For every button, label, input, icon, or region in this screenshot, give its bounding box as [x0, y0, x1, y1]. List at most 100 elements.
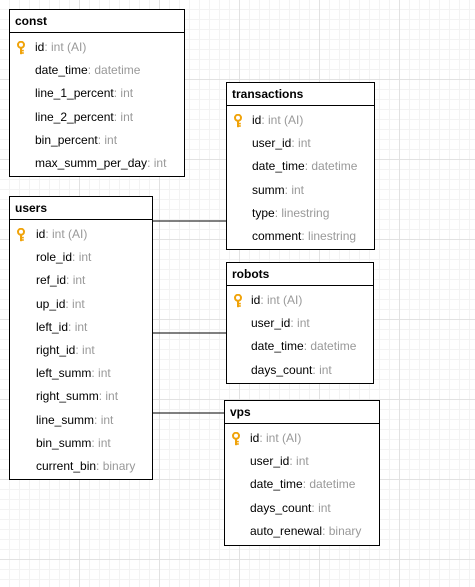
- field-type: int: [319, 362, 332, 377]
- table-users-title[interactable]: users: [10, 197, 152, 220]
- field-name: role_id: [36, 250, 73, 265]
- field-type: int: [318, 500, 331, 515]
- field-type-separator: :: [68, 319, 75, 334]
- field-row[interactable]: left_summ: int: [10, 362, 152, 385]
- primary-key-icon: [17, 228, 25, 242]
- field-type: int: [105, 389, 119, 404]
- field-name: comment: [252, 228, 302, 243]
- field-type: int: [74, 319, 88, 334]
- field-name: right_summ: [36, 389, 99, 404]
- field-row[interactable]: summ: int: [227, 179, 374, 202]
- table-const-title[interactable]: const: [10, 10, 184, 33]
- field-type: datetime: [94, 63, 141, 78]
- primary-key-icon: [232, 432, 240, 446]
- table-robots-title[interactable]: robots: [227, 263, 373, 286]
- field-row[interactable]: date_time: datetime: [227, 155, 374, 178]
- table-transactions[interactable]: transactions id: int (AI) user_id: int d…: [226, 82, 375, 250]
- field-row[interactable]: user_id: int: [227, 132, 374, 155]
- field-name: user_id: [251, 316, 291, 331]
- field-type-separator: :: [302, 477, 310, 492]
- field-name: date_time: [252, 159, 305, 174]
- field-row[interactable]: user_id: int: [227, 312, 373, 335]
- field-row[interactable]: line_1_percent: int: [10, 82, 184, 105]
- field-name: user_id: [250, 454, 290, 469]
- field-name: left_id: [36, 319, 69, 334]
- field-row[interactable]: id: int (AI): [10, 36, 184, 59]
- table-robots[interactable]: robots id: int (AI) user_id: int date_ti…: [226, 262, 374, 384]
- field-row[interactable]: role_id: int: [10, 246, 152, 269]
- table-users[interactable]: users id: int (AI) role_id: int ref_id: …: [9, 196, 153, 480]
- table-transactions-title[interactable]: transactions: [227, 83, 374, 106]
- field-row[interactable]: days_count: int: [227, 359, 373, 382]
- field-type: datetime: [310, 339, 357, 354]
- field-row[interactable]: id: int (AI): [227, 289, 373, 312]
- field-row[interactable]: current_bin: binary: [10, 455, 152, 478]
- field-type-separator: :: [311, 500, 319, 515]
- field-type-separator: :: [322, 523, 329, 538]
- field-type-separator: :: [290, 316, 298, 331]
- field-type: int: [82, 342, 95, 357]
- field-name: summ: [252, 182, 285, 197]
- table-vps-title[interactable]: vps: [225, 401, 379, 424]
- field-row[interactable]: left_id: int: [10, 316, 152, 339]
- field-name: bin_percent: [35, 132, 98, 147]
- table-robots-fields: id: int (AI) user_id: int date_time: dat…: [227, 286, 373, 382]
- field-type-separator: :: [91, 366, 99, 381]
- field-type-separator: :: [72, 250, 79, 265]
- field-name: line_1_percent: [35, 86, 114, 101]
- field-row[interactable]: date_time: datetime: [10, 59, 184, 82]
- field-row[interactable]: bin_percent: int: [10, 129, 184, 152]
- field-type-separator: :: [113, 109, 121, 124]
- field-type: int: [153, 155, 167, 170]
- field-name: date_time: [250, 477, 303, 492]
- field-type-separator: :: [289, 454, 297, 469]
- field-row[interactable]: date_time: datetime: [227, 335, 373, 358]
- field-type-separator: :: [44, 40, 52, 54]
- field-type: linestring: [281, 205, 330, 220]
- field-type-separator: :: [87, 63, 95, 78]
- field-name: date_time: [35, 63, 88, 78]
- field-row[interactable]: ref_id: int: [10, 269, 152, 292]
- field-type-separator: :: [291, 136, 299, 151]
- field-row[interactable]: max_summ_per_day: int: [10, 152, 184, 175]
- field-row[interactable]: line_2_percent: int: [10, 106, 184, 129]
- field-type-separator: :: [304, 159, 312, 174]
- field-row[interactable]: days_count: int: [225, 497, 379, 520]
- field-type-separator: :: [260, 293, 268, 307]
- field-name: current_bin: [36, 458, 97, 473]
- field-row[interactable]: date_time: datetime: [225, 473, 379, 496]
- field-type-separator: :: [96, 458, 103, 473]
- field-name: max_summ_per_day: [35, 155, 148, 170]
- field-name: id: [35, 40, 45, 54]
- field-type: datetime: [309, 477, 356, 492]
- field-row[interactable]: bin_summ: int: [10, 432, 152, 455]
- field-type-separator: :: [91, 435, 99, 450]
- field-type: int: [98, 435, 111, 450]
- field-row[interactable]: auto_renewal: binary: [225, 520, 379, 543]
- field-name: bin_summ: [36, 435, 92, 450]
- field-row[interactable]: right_id: int: [10, 339, 152, 362]
- field-row[interactable]: right_summ: int: [10, 385, 152, 408]
- field-name: right_id: [36, 342, 76, 357]
- primary-key-icon: [17, 41, 25, 55]
- field-type-separator: :: [284, 182, 292, 197]
- field-type: int: [298, 136, 311, 151]
- table-vps[interactable]: vps id: int (AI) user_id: int date_time:…: [224, 400, 380, 546]
- field-type: int (AI): [51, 40, 87, 54]
- field-row[interactable]: id: int (AI): [225, 427, 379, 450]
- field-name: line_2_percent: [35, 109, 114, 124]
- field-type-separator: :: [65, 296, 73, 311]
- field-row[interactable]: id: int (AI): [10, 223, 152, 246]
- field-name: type: [252, 205, 275, 220]
- field-row[interactable]: type: linestring: [227, 202, 374, 225]
- field-row[interactable]: comment: linestring: [227, 225, 374, 248]
- field-type: int: [120, 86, 134, 101]
- field-name: user_id: [252, 136, 292, 151]
- field-row[interactable]: up_id: int: [10, 293, 152, 316]
- field-row[interactable]: line_summ: int: [10, 409, 152, 432]
- field-type: int: [98, 366, 111, 381]
- field-row[interactable]: id: int (AI): [227, 109, 374, 132]
- field-row[interactable]: user_id: int: [225, 450, 379, 473]
- table-const[interactable]: const id: int (AI) date_time: datetime l…: [9, 9, 185, 177]
- field-type: datetime: [311, 159, 358, 174]
